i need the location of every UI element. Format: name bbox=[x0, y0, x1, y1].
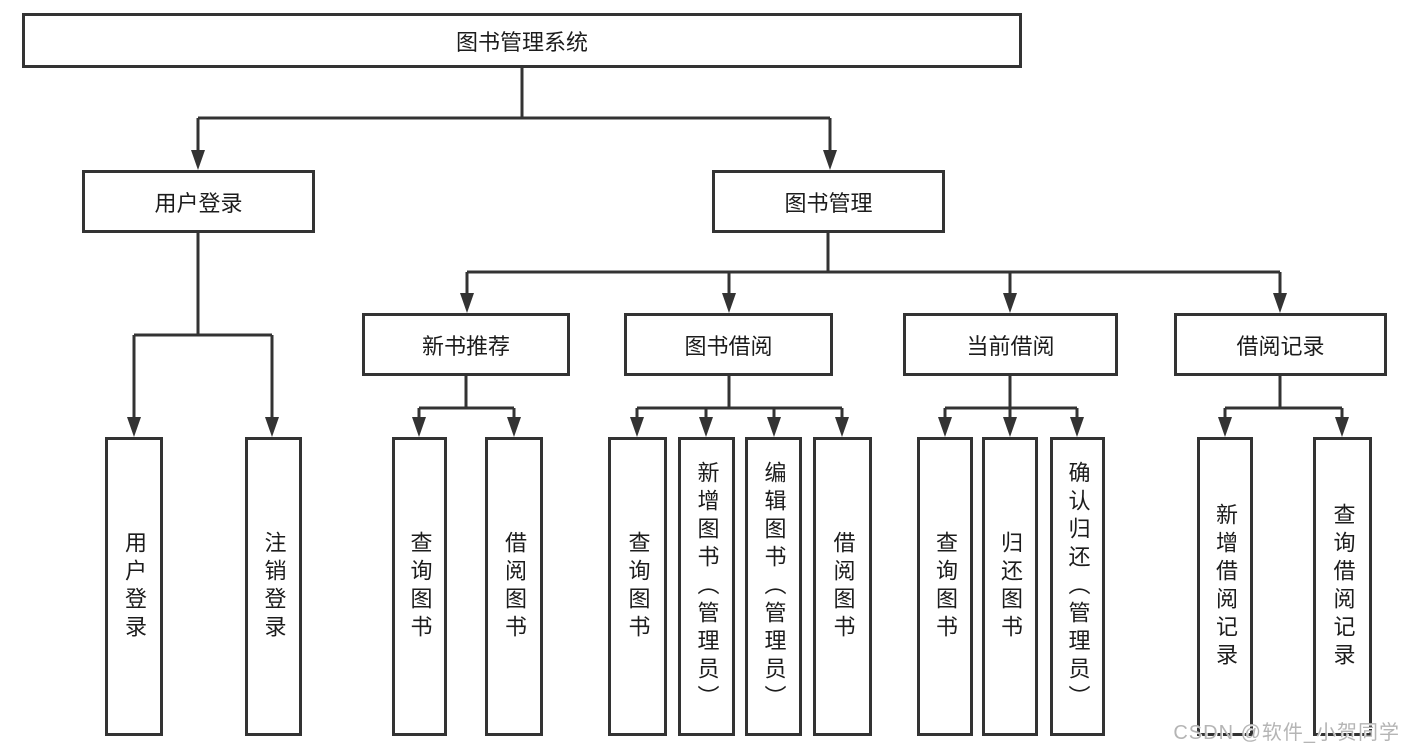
node-borrow-records: 借阅记录 bbox=[1174, 313, 1387, 376]
leaf-borrow-books-1: 借阅图书 bbox=[485, 437, 543, 736]
leaf-query-books-3: 查询图书 bbox=[917, 437, 973, 736]
leaf-query-books-2: 查询图书 bbox=[608, 437, 667, 736]
leaf-logout: 注销登录 bbox=[245, 437, 302, 736]
leaf-user-login: 用户登录 bbox=[105, 437, 163, 736]
node-book-management: 图书管理 bbox=[712, 170, 945, 233]
arrowheads bbox=[127, 150, 1349, 437]
leaf-add-book-admin: 新增图书（管理员） bbox=[678, 437, 735, 736]
csdn-watermark: CSDN @软件_小贺同学 bbox=[1173, 722, 1400, 744]
leaf-add-borrow-record: 新增借阅记录 bbox=[1197, 437, 1253, 736]
leaf-query-borrow-record: 查询借阅记录 bbox=[1313, 437, 1372, 736]
leaf-borrow-books-2: 借阅图书 bbox=[813, 437, 872, 736]
node-root-system: 图书管理系统 bbox=[22, 13, 1022, 68]
leaf-confirm-return-admin: 确认归还（管理员） bbox=[1050, 437, 1105, 736]
node-user-login: 用户登录 bbox=[82, 170, 315, 233]
node-current-borrow: 当前借阅 bbox=[903, 313, 1118, 376]
leaf-query-books-1: 查询图书 bbox=[392, 437, 447, 736]
node-book-borrow: 图书借阅 bbox=[624, 313, 833, 376]
connector-paths bbox=[132, 68, 1344, 423]
leaf-edit-book-admin: 编辑图书（管理员） bbox=[745, 437, 802, 736]
node-new-book-recommend: 新书推荐 bbox=[362, 313, 570, 376]
leaf-return-book: 归还图书 bbox=[982, 437, 1038, 736]
